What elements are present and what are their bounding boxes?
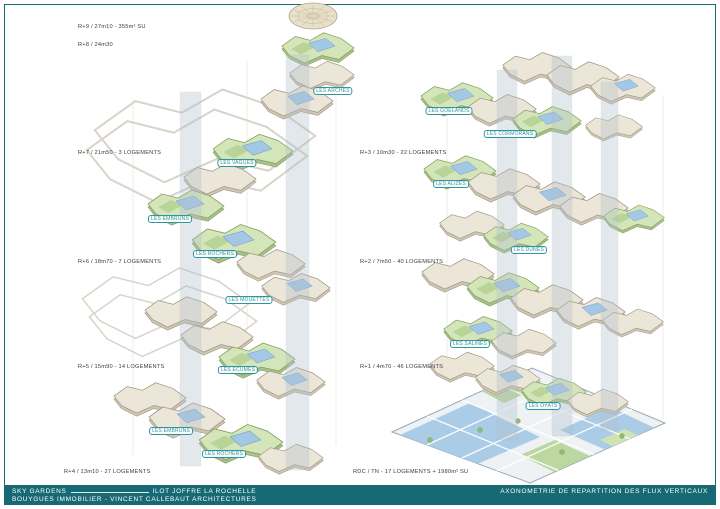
floor-label-r8: R+8 / 24m30 bbox=[78, 42, 113, 48]
floor-plate bbox=[236, 249, 306, 282]
vertical-flux-shaft bbox=[600, 81, 619, 431]
plate-tag: LES ECUMES bbox=[217, 366, 259, 374]
floor-plate bbox=[590, 73, 656, 105]
plate-tag: LES CORMORANS bbox=[483, 130, 537, 138]
title-bar: SKY GARDENS ILOT JOFFRE LA ROCHELLE BOUY… bbox=[5, 485, 715, 504]
plate-tag: LES ROCHERS bbox=[192, 250, 238, 258]
roof-rosette bbox=[288, 2, 338, 30]
vertical-flux-shaft bbox=[179, 91, 202, 467]
floor-plate bbox=[289, 60, 355, 92]
vertical-flux-shaft bbox=[285, 54, 310, 471]
floor-label-r9: R+9 / 27m10 - 355m² SU bbox=[78, 24, 146, 30]
left-tower bbox=[81, 2, 355, 475]
floor-plate bbox=[602, 308, 664, 338]
drawing-title: AXONOMETRIE DE REPARTITION DES FLUX VERT… bbox=[500, 488, 708, 495]
plate-tag: LES DUNES bbox=[510, 246, 548, 254]
floor-plate bbox=[258, 443, 324, 475]
floor-plate bbox=[281, 32, 355, 67]
floor-plate bbox=[567, 388, 629, 418]
floor-label-rdc: RDC / TN - 17 LOGEMENTS + 1980m² SU bbox=[353, 469, 469, 475]
floor-plate bbox=[585, 114, 643, 142]
floor-label-r6: R+6 / 18m70 - 7 LOGEMENTS bbox=[78, 259, 162, 265]
plate-tag: LES MOUETTES bbox=[225, 296, 273, 304]
floor-label-r5: R+5 / 15m90 - 14 LOGEMENTS bbox=[78, 364, 165, 370]
floor-plate bbox=[603, 204, 665, 234]
right-tower bbox=[390, 52, 667, 484]
floor-label-r2: R+2 / 7m50 - 40 LOGEMENTS bbox=[360, 259, 444, 265]
plate-tag: LES EMBRUNS bbox=[148, 427, 194, 435]
vertical-flux-shaft bbox=[496, 69, 518, 441]
floor-label-r3: R+3 / 10m30 - 22 LOGEMENTS bbox=[360, 150, 447, 156]
floor-plate bbox=[218, 342, 296, 379]
plate-tag: LES ROCHERS bbox=[201, 450, 247, 458]
plate-tag: LES SALINES bbox=[449, 340, 491, 348]
wireframe-floor-outline bbox=[85, 108, 309, 204]
plate-tag: LES VAGUES bbox=[217, 159, 257, 167]
floor-plate bbox=[261, 273, 331, 306]
client-architect: BOUYGUES IMMOBILIER - VINCENT CALLEBAUT … bbox=[12, 496, 257, 503]
floor-plate bbox=[491, 328, 557, 360]
title-bar-left: SKY GARDENS ILOT JOFFRE LA ROCHELLE BOUY… bbox=[12, 487, 257, 503]
floor-plate bbox=[256, 367, 326, 400]
plate-tag: LES OYATS bbox=[525, 402, 561, 410]
wireframe-floor-outline bbox=[88, 285, 258, 358]
floor-label-r4: R+4 / 13m10 - 27 LOGEMENTS bbox=[64, 469, 151, 475]
floor-plate bbox=[147, 189, 225, 226]
floor-plate bbox=[144, 296, 218, 331]
floor-label-r7: R+7 / 21m50 - 3 LOGEMENTS bbox=[78, 150, 162, 156]
sheet-border bbox=[4, 4, 716, 505]
wireframe-floor-outline bbox=[93, 88, 317, 184]
leader-line bbox=[70, 487, 149, 493]
plate-tag: LES EMBRUNS bbox=[147, 215, 193, 223]
site-name: ILOT JOFFRE LA ROCHELLE bbox=[152, 488, 257, 495]
project-name: SKY GARDENS bbox=[12, 488, 67, 495]
plate-tag: LES ALIZES bbox=[433, 180, 469, 188]
floor-plate bbox=[183, 163, 257, 198]
plate-tag: LES GOELANDS bbox=[425, 107, 473, 115]
floor-label-r1: R+1 / 4m70 - 46 LOGEMENTS bbox=[360, 364, 444, 370]
plate-tag: LES ARCHES bbox=[313, 87, 353, 95]
vertical-flux-shaft bbox=[551, 55, 573, 437]
